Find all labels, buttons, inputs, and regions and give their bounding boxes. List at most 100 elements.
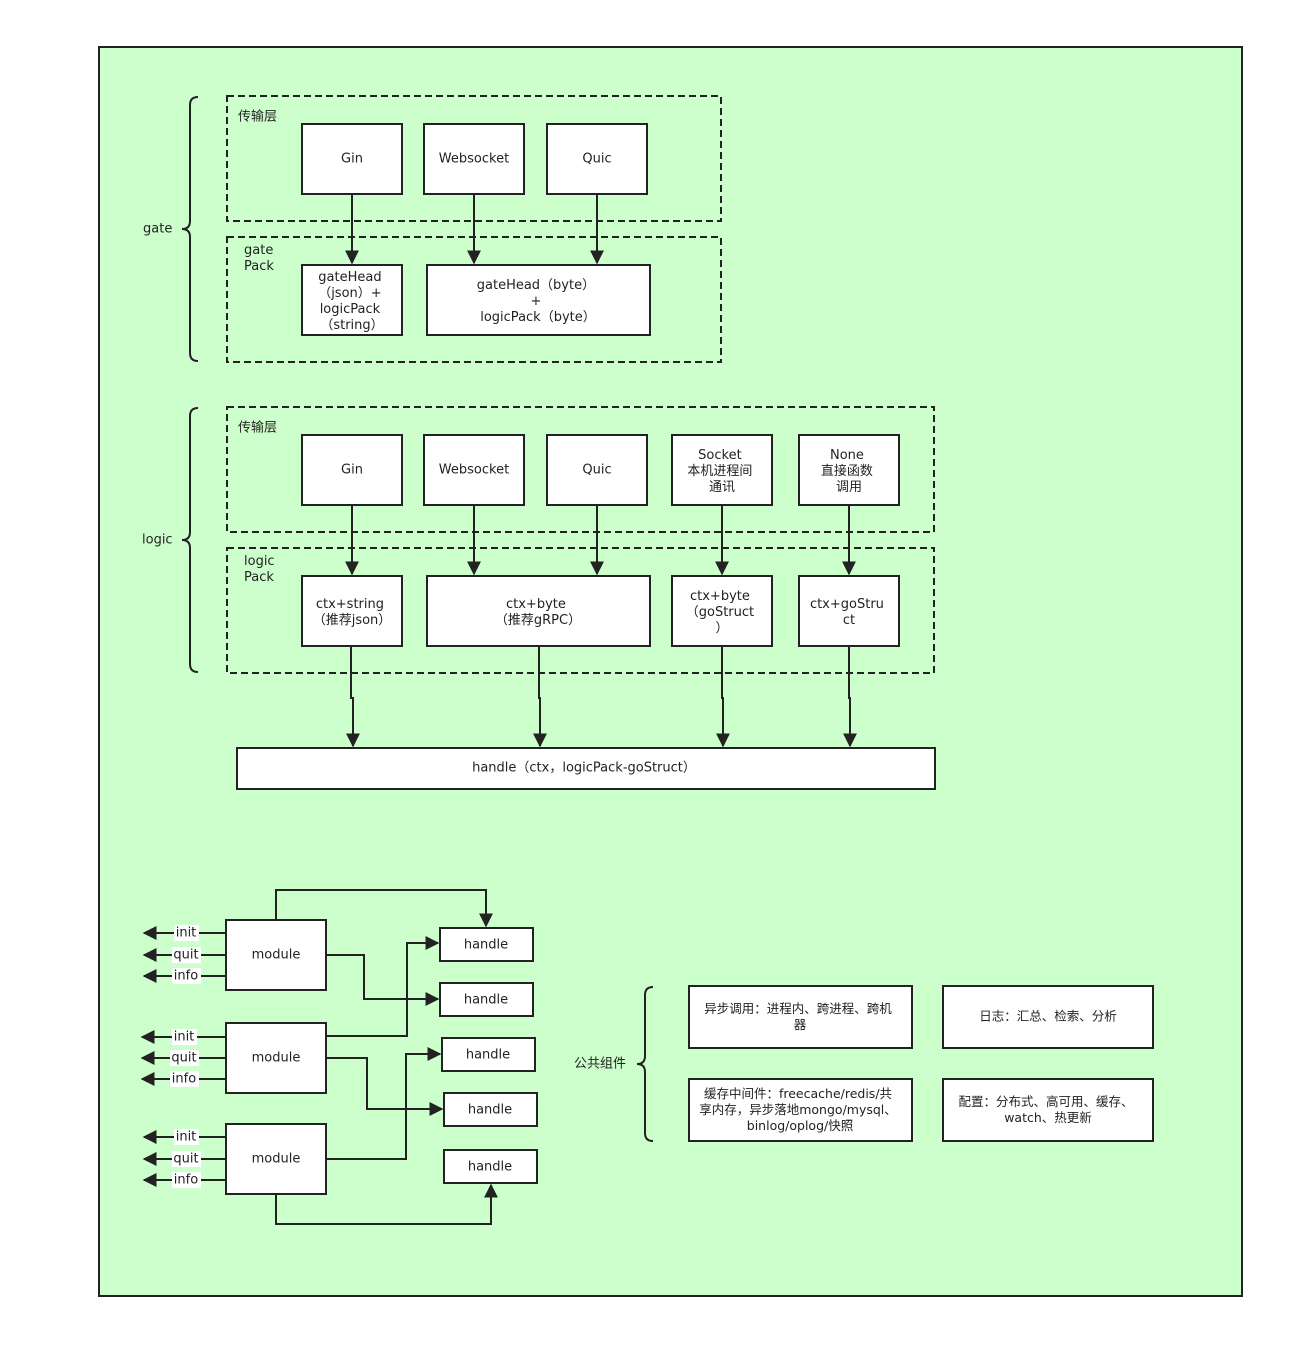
handle-label: handle xyxy=(468,1103,512,1118)
common-text: 缓存中间件：freecache/redis/共 享内存，异步落地mongo/my… xyxy=(699,1086,901,1133)
gate-pack-byte: gateHead（byte） + logicPack（byte） xyxy=(426,264,651,336)
text-line: 享内存，异步落地mongo/mysql、 xyxy=(699,1102,897,1117)
logic-pack-text: ctx+goStru ct xyxy=(810,597,888,628)
module-2: module xyxy=(225,1022,327,1094)
text-line: （string） xyxy=(320,318,383,333)
module-connector xyxy=(275,1183,498,1225)
logic-pack-label-line: Pack xyxy=(244,570,274,585)
handle-box: handle xyxy=(439,982,534,1017)
text-line: 异步调用：进程内、跨进程、跨机 xyxy=(704,1001,892,1016)
logic-transport-group xyxy=(226,406,935,533)
handle-rect xyxy=(443,1092,538,1127)
text-line: 直接函数 xyxy=(821,463,873,479)
logic-pack-label: logic Pack xyxy=(244,554,279,585)
logic-brace xyxy=(181,407,199,673)
logic-pack-label-line: logic xyxy=(244,554,275,569)
common-brace xyxy=(636,986,654,1142)
gate-transport-box xyxy=(546,123,648,195)
module-connector xyxy=(326,1047,442,1160)
common-components-section: 公共组件 异步调用：进程内、跨进程、跨机 器 日志：汇总、检索、分析 缓存中间件… xyxy=(574,985,1154,1142)
gate-pack-box xyxy=(301,264,403,336)
logic-transport-none: None 直接函数 调用 xyxy=(798,434,900,506)
gate-pack-box xyxy=(426,264,651,336)
common-logging: 日志：汇总、检索、分析 xyxy=(942,985,1154,1049)
handle-box: handle xyxy=(439,927,534,962)
text-line: ctx+string xyxy=(316,597,384,612)
hook-label-bg xyxy=(172,1151,201,1167)
text-line: logicPack xyxy=(320,302,381,317)
logic-pack-byte-grpc: ctx+byte （推荐gRPC） xyxy=(426,575,651,647)
logic-pack-text: ctx+byte （goStruct ） xyxy=(686,589,759,636)
text-line: （goStruct xyxy=(686,605,754,620)
handle-arrow xyxy=(716,646,730,748)
logic-brace-label: logic xyxy=(142,533,173,548)
hook-init-label: init xyxy=(176,1130,197,1145)
gate-pack-json-text: gateHead （json）+ logicPack （string） xyxy=(318,270,386,333)
logic-transport-socket: Socket 本机进程间 通讯 xyxy=(671,434,773,506)
module-connector xyxy=(326,954,440,1006)
gate-transport-label-text: Websocket xyxy=(439,152,509,167)
handle-rect xyxy=(441,1037,536,1072)
hook-label-bg xyxy=(174,1129,199,1145)
module-3-hooks: init quit info xyxy=(142,1129,226,1188)
module-3: module xyxy=(225,1123,327,1195)
module-label: module xyxy=(252,1051,301,1066)
logic-transport-gin: Gin xyxy=(301,434,403,506)
hook-quit-label: quit xyxy=(171,1051,196,1066)
handle-label: handle xyxy=(464,993,508,1008)
logic-pack-group xyxy=(226,547,935,674)
text-line: gateHead xyxy=(318,270,381,285)
text-line: Socket xyxy=(698,448,742,463)
logic-transport-box xyxy=(671,434,773,506)
handle-label: handle xyxy=(466,1048,510,1063)
logic-transport-text: None 直接函数 调用 xyxy=(821,448,877,495)
logic-pack-box xyxy=(798,575,900,647)
text-line: 调用 xyxy=(836,480,862,495)
common-box xyxy=(942,985,1154,1049)
common-text: 异步调用：进程内、跨进程、跨机 器 xyxy=(704,1001,896,1032)
hook-label-bg xyxy=(172,1029,197,1045)
common-cache-middleware: 缓存中间件：freecache/redis/共 享内存，异步落地mongo/my… xyxy=(688,1078,913,1142)
logic-transport-text: Gin xyxy=(341,463,363,478)
handle-arrow xyxy=(346,646,360,748)
text-line: （推荐gRPC） xyxy=(495,613,581,628)
logic-pack-text: ctx+string （推荐json） xyxy=(313,597,392,628)
hook-quit-label: quit xyxy=(173,1152,198,1167)
handle-rect xyxy=(443,1149,538,1184)
gate-transport-label: 传输层 xyxy=(238,109,277,125)
handle-arrow xyxy=(533,646,547,748)
handle-box: handle xyxy=(441,1037,536,1072)
hook-info-label: info xyxy=(172,1072,196,1087)
text-line: 通讯 xyxy=(709,480,735,495)
hook-info-label: info xyxy=(174,969,198,984)
handle-arrow xyxy=(843,646,857,748)
handle-label: handle xyxy=(464,938,508,953)
text-line: + xyxy=(530,294,541,309)
gate-transport-group xyxy=(226,95,722,222)
hook-init-label: init xyxy=(174,1030,195,1045)
text-line: 器 xyxy=(794,1017,807,1032)
logic-pack-byte-gostruct: ctx+byte （goStruct ） xyxy=(671,575,773,647)
handle-rect xyxy=(439,982,534,1017)
common-async-call: 异步调用：进程内、跨进程、跨机 器 xyxy=(688,985,913,1049)
handle-bar-label: handle（ctx，logicPack-goStruct） xyxy=(472,761,696,776)
handle-box: handle xyxy=(443,1149,538,1184)
module-connector xyxy=(275,889,493,928)
text-line: （json）+ xyxy=(318,286,381,301)
common-box xyxy=(688,1078,913,1142)
common-text: 配置：分布式、高可用、缓存、 watch、热更新 xyxy=(959,1094,1138,1125)
gate-transport-websocket: Websocket xyxy=(423,123,525,195)
handle-bar xyxy=(236,747,936,790)
logic-transport-box xyxy=(798,434,900,506)
hook-label-bg xyxy=(170,1071,199,1087)
text-line: ctx+goStru xyxy=(810,597,884,612)
gate-section: gate 传输层 gate Pack Gin Websocket Quic ga… xyxy=(143,95,722,363)
logic-pack-text: ctx+byte （推荐gRPC） xyxy=(495,597,581,628)
gate-brace xyxy=(181,96,199,362)
logic-transport-text: Quic xyxy=(582,463,611,478)
text-line: None xyxy=(830,448,864,463)
module-label: module xyxy=(252,948,301,963)
logic-transport-text: Socket 本机进程间 通讯 xyxy=(687,448,756,495)
hook-quit-label: quit xyxy=(173,948,198,963)
hook-info-label: info xyxy=(174,1173,198,1188)
